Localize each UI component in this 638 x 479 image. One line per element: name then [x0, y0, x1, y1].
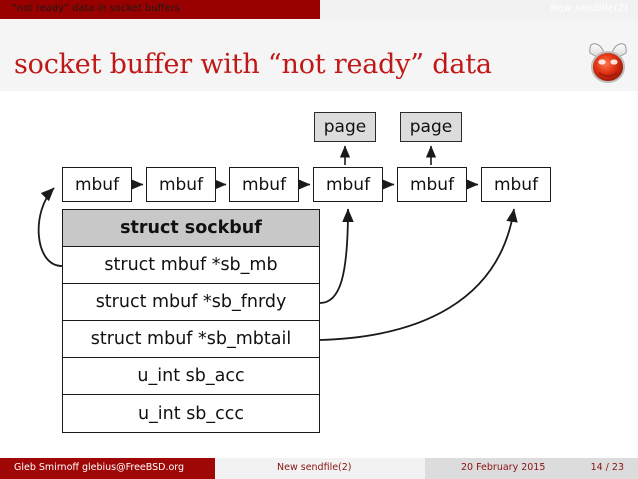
struct-table-header-row: struct sockbuf [63, 210, 319, 247]
mbuf-box-4: mbuf [313, 167, 383, 202]
top-bar-deck-title: New sendfile(2) [550, 3, 628, 14]
footer-bar: Gleb Smirnoff glebius@FreeBSD.org New se… [0, 458, 638, 479]
mbuf-label: mbuf [493, 174, 539, 195]
struct-row-label: u_int sb_ccc [137, 403, 245, 424]
footer-light-segment [215, 458, 425, 479]
struct-row-label: struct mbuf *sb_fnrdy [95, 292, 287, 312]
freebsd-beastie-logo-icon [586, 41, 630, 87]
mbuf-box-5: mbuf [397, 167, 467, 202]
footer-gray-segment [425, 458, 638, 479]
struct-row-sb-mbtail: struct mbuf *sb_mbtail [63, 321, 319, 358]
mbuf-box-2: mbuf [146, 167, 216, 202]
struct-sockbuf-table: struct sockbuf struct mbuf *sb_mb struct… [62, 209, 320, 433]
footer-author: Gleb Smirnoff glebius@FreeBSD.org [14, 462, 185, 473]
page-box-label: page [409, 117, 453, 137]
mbuf-box-1: mbuf [62, 167, 132, 202]
mbuf-box-3: mbuf [229, 167, 299, 202]
page-box-2: page [400, 112, 462, 142]
mbuf-label: mbuf [241, 174, 287, 195]
footer-page-number: 14 / 23 [590, 462, 624, 473]
footer-deck-title: New sendfile(2) [277, 462, 352, 473]
page-box-label: page [323, 117, 367, 137]
top-bar-red-segment [0, 0, 320, 19]
struct-row-sb-ccc: u_int sb_ccc [63, 395, 319, 432]
page-title: socket buffer with “not ready” data [14, 49, 492, 80]
slide-title-band: socket buffer with “not ready” data [0, 19, 638, 91]
struct-row-sb-fnrdy: struct mbuf *sb_fnrdy [63, 284, 319, 321]
mbuf-label: mbuf [325, 174, 371, 195]
mbuf-label: mbuf [409, 174, 455, 195]
mbuf-label: mbuf [74, 174, 120, 195]
struct-row-sb-acc: u_int sb_acc [63, 358, 319, 395]
struct-row-label: struct mbuf *sb_mbtail [90, 329, 292, 349]
page-box-1: page [314, 112, 376, 142]
struct-row-sb-mb: struct mbuf *sb_mb [63, 247, 319, 284]
top-bar-light-segment [320, 0, 638, 19]
top-bar-section-title: “not ready” data in socket buffers [12, 3, 181, 14]
struct-row-label: struct mbuf *sb_mb [104, 255, 278, 275]
diagram-connectors [37, 145, 518, 341]
footer-red-segment [0, 458, 215, 479]
footer-date: 20 February 2015 [461, 462, 546, 473]
mbuf-label: mbuf [158, 174, 204, 195]
mbuf-box-6: mbuf [481, 167, 551, 202]
diagram-canvas: page page mbuf mbuf mbuf mbuf mbuf mbuf … [0, 91, 638, 449]
struct-row-label: struct sockbuf [120, 218, 262, 238]
struct-row-label: u_int sb_acc [137, 366, 245, 386]
top-navigation-bar: New sendfile(2) “not ready” data in sock… [0, 0, 638, 19]
